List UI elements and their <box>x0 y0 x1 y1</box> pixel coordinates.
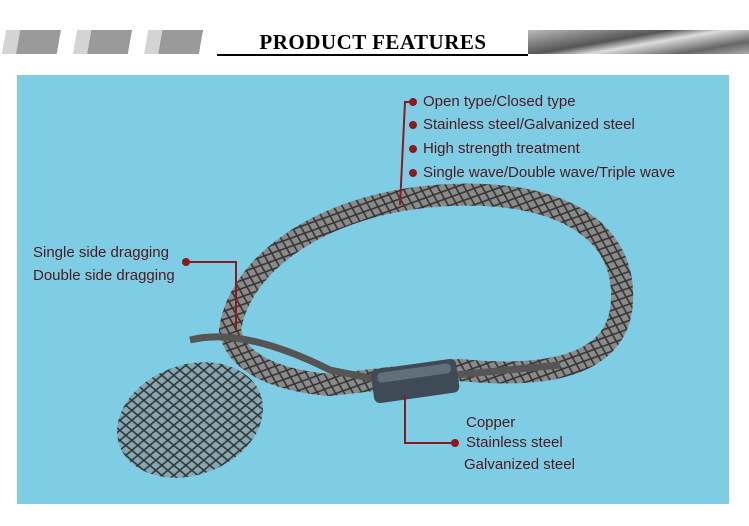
feature-open-closed: Open type/Closed type <box>423 93 576 110</box>
page-title: PRODUCT FEATURES <box>259 30 487 54</box>
feature-single-drag: Single side dragging <box>33 244 169 261</box>
feature-wave: Single wave/Double wave/Triple wave <box>423 164 676 181</box>
decorative-banner-right <box>528 30 749 54</box>
copper-sleeve <box>370 358 460 404</box>
mesh-loop <box>218 183 634 397</box>
mesh-eye <box>117 362 263 478</box>
callout-dots <box>182 98 459 447</box>
sleeve-galvanized: Galvanized steel <box>464 456 575 473</box>
feature-double-drag: Double side dragging <box>33 267 175 284</box>
sleeve-copper: Copper <box>466 414 516 431</box>
steel-cable <box>189 333 381 384</box>
feature-material: Stainless steel/Galvanized steel <box>423 116 635 133</box>
decorative-banner-left <box>0 30 215 54</box>
sleeve-stainless: Stainless steel <box>466 434 563 451</box>
title-underline <box>217 54 528 56</box>
feature-strength: High strength treatment <box>423 140 580 157</box>
